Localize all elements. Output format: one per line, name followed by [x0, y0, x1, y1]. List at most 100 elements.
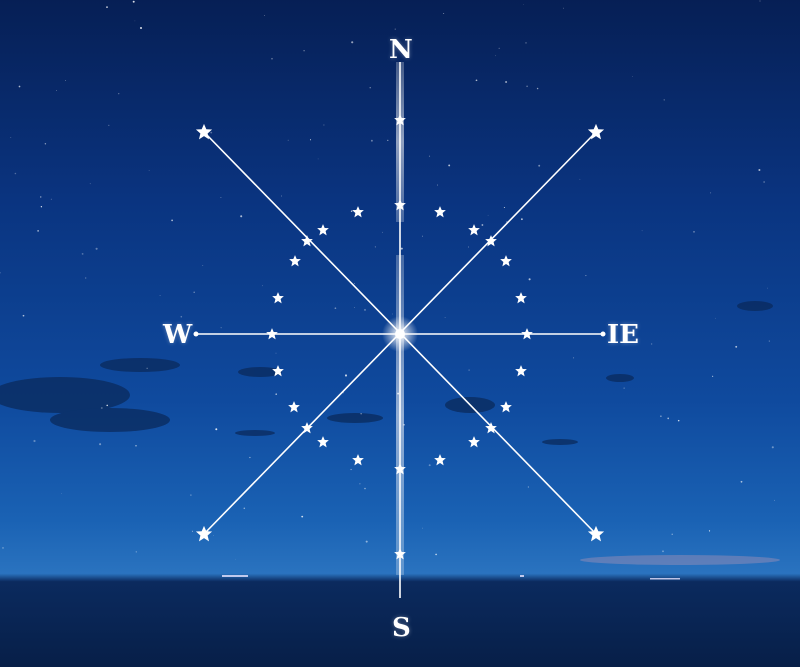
- background-star: [774, 499, 775, 501]
- background-star: [44, 143, 47, 145]
- east-label: IE: [607, 320, 639, 350]
- background-star: [210, 131, 213, 134]
- background-star: [56, 90, 57, 91]
- background-star: [146, 367, 148, 369]
- background-star: [148, 169, 150, 171]
- background-star: [193, 291, 195, 294]
- center-dot-icon: [395, 329, 405, 339]
- background-star: [220, 196, 222, 199]
- background-star: [99, 443, 102, 446]
- background-star: [50, 198, 52, 200]
- background-star: [759, 0, 761, 2]
- background-star: [275, 352, 277, 354]
- background-star: [536, 87, 539, 90]
- background-star: [468, 369, 470, 371]
- background-star: [40, 196, 42, 198]
- background-star: [14, 172, 17, 175]
- background-star: [444, 317, 446, 318]
- background-star: [422, 527, 423, 529]
- background-star: [220, 327, 222, 329]
- star-marker-icon: [352, 454, 364, 466]
- background-star: [623, 387, 625, 389]
- background-star: [523, 3, 524, 5]
- background-star: [428, 155, 431, 157]
- background-star: [2, 547, 4, 549]
- background-star: [106, 404, 108, 407]
- background-star: [391, 313, 393, 315]
- north-label: N: [389, 35, 413, 65]
- star-marker-icon: [434, 206, 446, 218]
- background-star: [374, 246, 376, 248]
- background-star: [369, 87, 371, 89]
- background-star: [663, 99, 665, 101]
- background-star: [631, 76, 633, 77]
- background-star: [360, 413, 362, 415]
- west-end-dot: [193, 331, 199, 337]
- background-star: [135, 551, 137, 553]
- background-star: [301, 515, 304, 518]
- background-star: [671, 533, 673, 535]
- background-star: [287, 139, 289, 141]
- background-star: [191, 530, 193, 532]
- background-star: [667, 417, 670, 420]
- background-star: [763, 181, 765, 183]
- background-star: [498, 47, 500, 50]
- background-star: [106, 6, 108, 8]
- background-star: [443, 12, 445, 15]
- background-star: [275, 393, 277, 395]
- clouds: [0, 301, 773, 445]
- background-star: [437, 184, 439, 186]
- background-star: [317, 158, 319, 160]
- background-star: [573, 357, 575, 359]
- star-marker-icon: [317, 224, 329, 236]
- background-star: [505, 80, 508, 84]
- background-star: [249, 456, 251, 459]
- star-marker-icon: [515, 365, 527, 377]
- background-star: [351, 41, 354, 44]
- background-star: [334, 307, 337, 310]
- star-marker-icon: [515, 292, 527, 304]
- background-star: [22, 314, 25, 317]
- background-star: [215, 428, 218, 431]
- background-star: [100, 407, 103, 409]
- background-star: [435, 553, 437, 556]
- star-marker-icon: [352, 206, 364, 218]
- background-star: [370, 139, 373, 142]
- background-star: [528, 278, 531, 281]
- background-star: [139, 26, 143, 30]
- background-star: [0, 272, 1, 274]
- background-star: [487, 214, 489, 216]
- background-star: [40, 206, 43, 208]
- background-star: [354, 307, 355, 309]
- star-marker-icon: [288, 401, 300, 413]
- background-star: [264, 15, 265, 16]
- background-star: [64, 80, 66, 82]
- background-star: [468, 246, 469, 248]
- background-star: [387, 139, 389, 142]
- background-star: [243, 507, 246, 510]
- starfield: [0, 0, 775, 560]
- horizon-lights: [222, 575, 680, 580]
- background-star: [235, 558, 236, 560]
- south-label: S: [392, 613, 411, 643]
- background-star: [303, 49, 305, 52]
- background-star: [521, 218, 523, 221]
- background-star: [171, 219, 173, 222]
- background-star: [108, 124, 110, 127]
- background-star: [261, 285, 263, 287]
- background-star: [394, 28, 396, 30]
- background-star: [660, 415, 662, 417]
- background-star: [240, 215, 243, 218]
- star-marker-icon: [289, 255, 301, 267]
- background-star: [708, 530, 711, 532]
- background-star: [422, 235, 423, 237]
- background-star: [159, 294, 161, 297]
- star-marker-icon: [468, 224, 480, 236]
- background-star: [359, 483, 361, 485]
- background-star: [33, 439, 36, 443]
- background-star: [538, 164, 541, 167]
- background-star: [735, 345, 738, 348]
- background-star: [526, 85, 528, 88]
- background-star: [365, 540, 368, 543]
- background-star: [771, 446, 774, 449]
